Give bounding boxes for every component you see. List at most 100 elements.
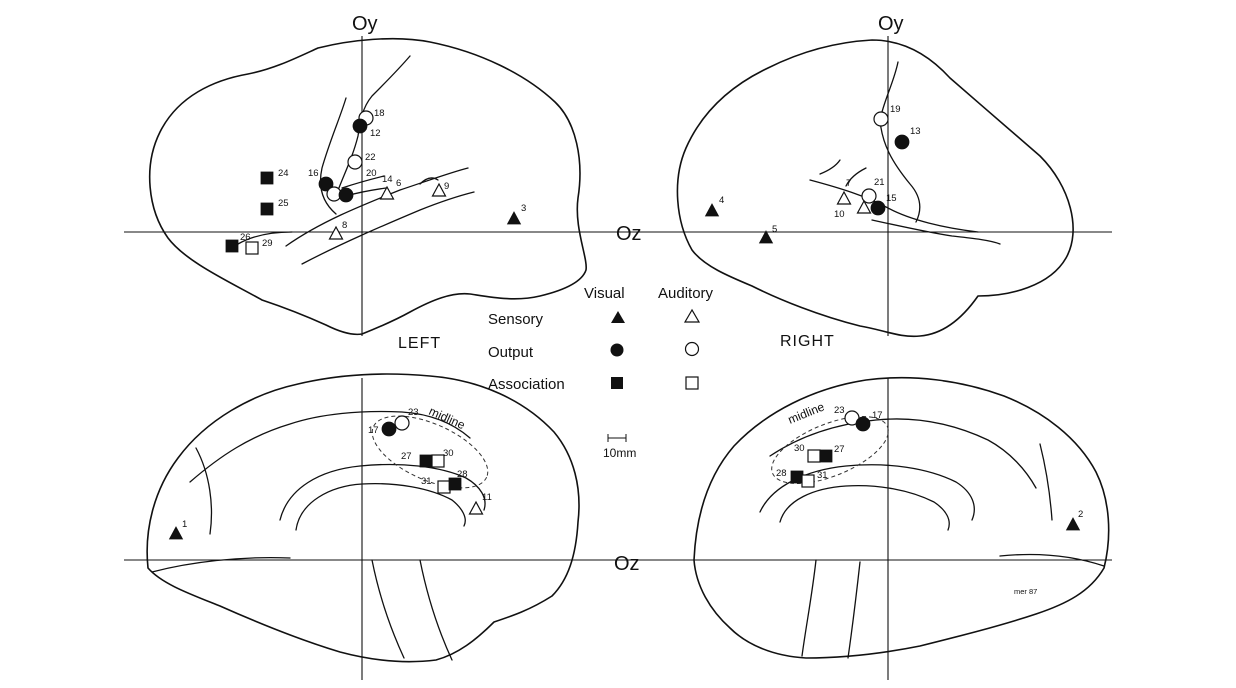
marker-number-label: 10 — [834, 209, 845, 220]
right-lateral-marker-13: 13 — [894, 126, 921, 150]
marker-number-label: 27 — [401, 451, 412, 462]
marker-number-label: 13 — [910, 126, 921, 137]
marker-number-label: 9 — [444, 181, 449, 192]
open-square-icon — [685, 376, 699, 390]
left-medial-marker-30: 30 — [431, 448, 454, 468]
auditory-output-marker-icon — [347, 154, 363, 170]
marker-number-label: 14 — [382, 174, 393, 185]
marker-number-label: 28 — [776, 468, 787, 479]
visual-output-marker-icon — [855, 416, 871, 432]
auditory-output-marker-icon — [394, 415, 410, 431]
right-lateral-outline — [676, 39, 1074, 338]
marker-number-label: 26 — [240, 232, 251, 243]
oz-label-bottom: Oz — [614, 553, 640, 575]
left-calcarine-sulcus — [151, 556, 291, 573]
right-medial-marker-27: 27 — [819, 444, 845, 463]
visual-association-marker-icon — [419, 454, 433, 468]
left-lateral-marker-16: 16 — [308, 168, 334, 192]
left-lateral-outline — [148, 37, 587, 336]
open-triangle-icon — [683, 308, 701, 323]
legend-row-sensory-label: Sensory — [488, 311, 544, 328]
left-superior-temporal-sulcus — [301, 191, 475, 265]
visual-output-marker-icon — [318, 176, 334, 192]
left-brainstem — [371, 559, 453, 661]
left-precentral-sulcus — [319, 97, 347, 215]
left-medial-outline — [146, 373, 580, 663]
left-lateral-marker-29: 29 — [245, 238, 273, 255]
right-medial-marker-23: 23 — [834, 405, 860, 426]
visual-output-marker-icon — [338, 187, 354, 203]
left-lateral-marker-24: 24 — [260, 168, 289, 185]
right-hemisphere-label: RIGHT — [780, 333, 835, 350]
visual-sensory-marker-icon — [506, 211, 522, 225]
marker-number-label: 31 — [817, 470, 828, 481]
right-midline-ellipse — [771, 416, 889, 484]
auditory-sensory-marker-icon — [328, 225, 344, 240]
left-midline-label: midline — [427, 404, 468, 432]
left-lateral-marker-25: 25 — [260, 198, 289, 216]
auditory-output-marker-icon — [861, 188, 877, 204]
oy-label-left: Oy — [352, 13, 378, 35]
filled-triangle-icon — [611, 311, 625, 323]
right-calcarine-sulcus — [999, 553, 1105, 567]
right-sulcus-branch — [819, 159, 867, 187]
right-lateral-hemisphere — [676, 39, 1074, 338]
left-medial-hemisphere — [146, 373, 580, 663]
auditory-association-marker-icon — [245, 241, 259, 255]
marker-number-label: 28 — [457, 469, 468, 480]
marker-number-label: 18 — [374, 108, 385, 119]
auditory-sensory-marker-icon — [431, 182, 447, 197]
right-medial-marker-17: 17 — [855, 410, 883, 432]
left-hemisphere-label: LEFT — [398, 335, 441, 352]
left-parieto-occipital-sulcus — [195, 447, 213, 535]
right-lateral-marker-4: 4 — [704, 195, 724, 217]
visual-sensory-marker-icon — [168, 526, 184, 540]
marker-number-label: 29 — [262, 238, 273, 249]
left-lateral-marker-9: 9 — [431, 181, 449, 197]
left-ascending-ramus — [419, 177, 439, 185]
visual-association-marker-icon — [448, 477, 462, 491]
left-medial-marker-11: 11 — [468, 492, 492, 515]
right-medial-marker-31: 31 — [801, 470, 828, 488]
left-sylvian-fissure — [285, 167, 469, 247]
right-corpus-callosum-inner — [779, 484, 950, 531]
auditory-sensory-marker-icon — [379, 185, 395, 200]
legend-row-association-label: Association — [488, 376, 565, 393]
visual-output-marker-icon — [894, 134, 910, 150]
marker-number-label: 19 — [890, 104, 901, 115]
legend: Visual Auditory Sensory Output Associati… — [488, 285, 714, 393]
marker-number-label: 16 — [308, 168, 319, 179]
filled-square-icon — [611, 377, 623, 389]
oz-label-top: Oz — [616, 223, 642, 245]
auditory-sensory-marker-icon — [856, 199, 872, 214]
right-lateral-marker-21: 21 — [861, 177, 885, 204]
visual-sensory-marker-icon — [1065, 517, 1081, 531]
credit-text: mer 87 — [1014, 587, 1037, 596]
left-medial-marker-23: 23 — [394, 407, 419, 431]
right-lateral-marker-7: 7 — [836, 178, 852, 205]
right-cingulate-sulcus — [769, 418, 1037, 489]
visual-association-marker-icon — [260, 171, 274, 185]
marker-number-label: 2 — [1078, 509, 1083, 520]
left-lateral-marker-3: 3 — [506, 203, 526, 225]
marker-number-label: 8 — [342, 220, 347, 231]
legend-header-visual: Visual — [584, 285, 625, 302]
left-lateral-marker-8: 8 — [328, 220, 347, 240]
marker-number-label: 23 — [834, 405, 845, 416]
left-lateral-marker-12: 12 — [352, 118, 381, 139]
open-circle-icon — [684, 341, 700, 357]
marker-number-label: 1 — [182, 519, 187, 530]
right-medial-marker-2: 2 — [1065, 509, 1083, 531]
scale-bar-label: 10mm — [603, 446, 636, 460]
marker-number-label: 20 — [366, 168, 377, 179]
auditory-association-marker-icon — [431, 454, 445, 468]
left-midline-ellipse — [371, 415, 489, 489]
right-central-sulcus — [879, 61, 921, 223]
oy-label-right: Oy — [878, 13, 904, 35]
visual-association-marker-icon — [819, 449, 833, 463]
right-lateral-marker-19: 19 — [873, 104, 901, 127]
left-medial-marker-28: 28 — [448, 469, 468, 491]
left-lateral-marker-22: 22 — [347, 152, 376, 170]
marker-number-label: 21 — [874, 177, 885, 188]
